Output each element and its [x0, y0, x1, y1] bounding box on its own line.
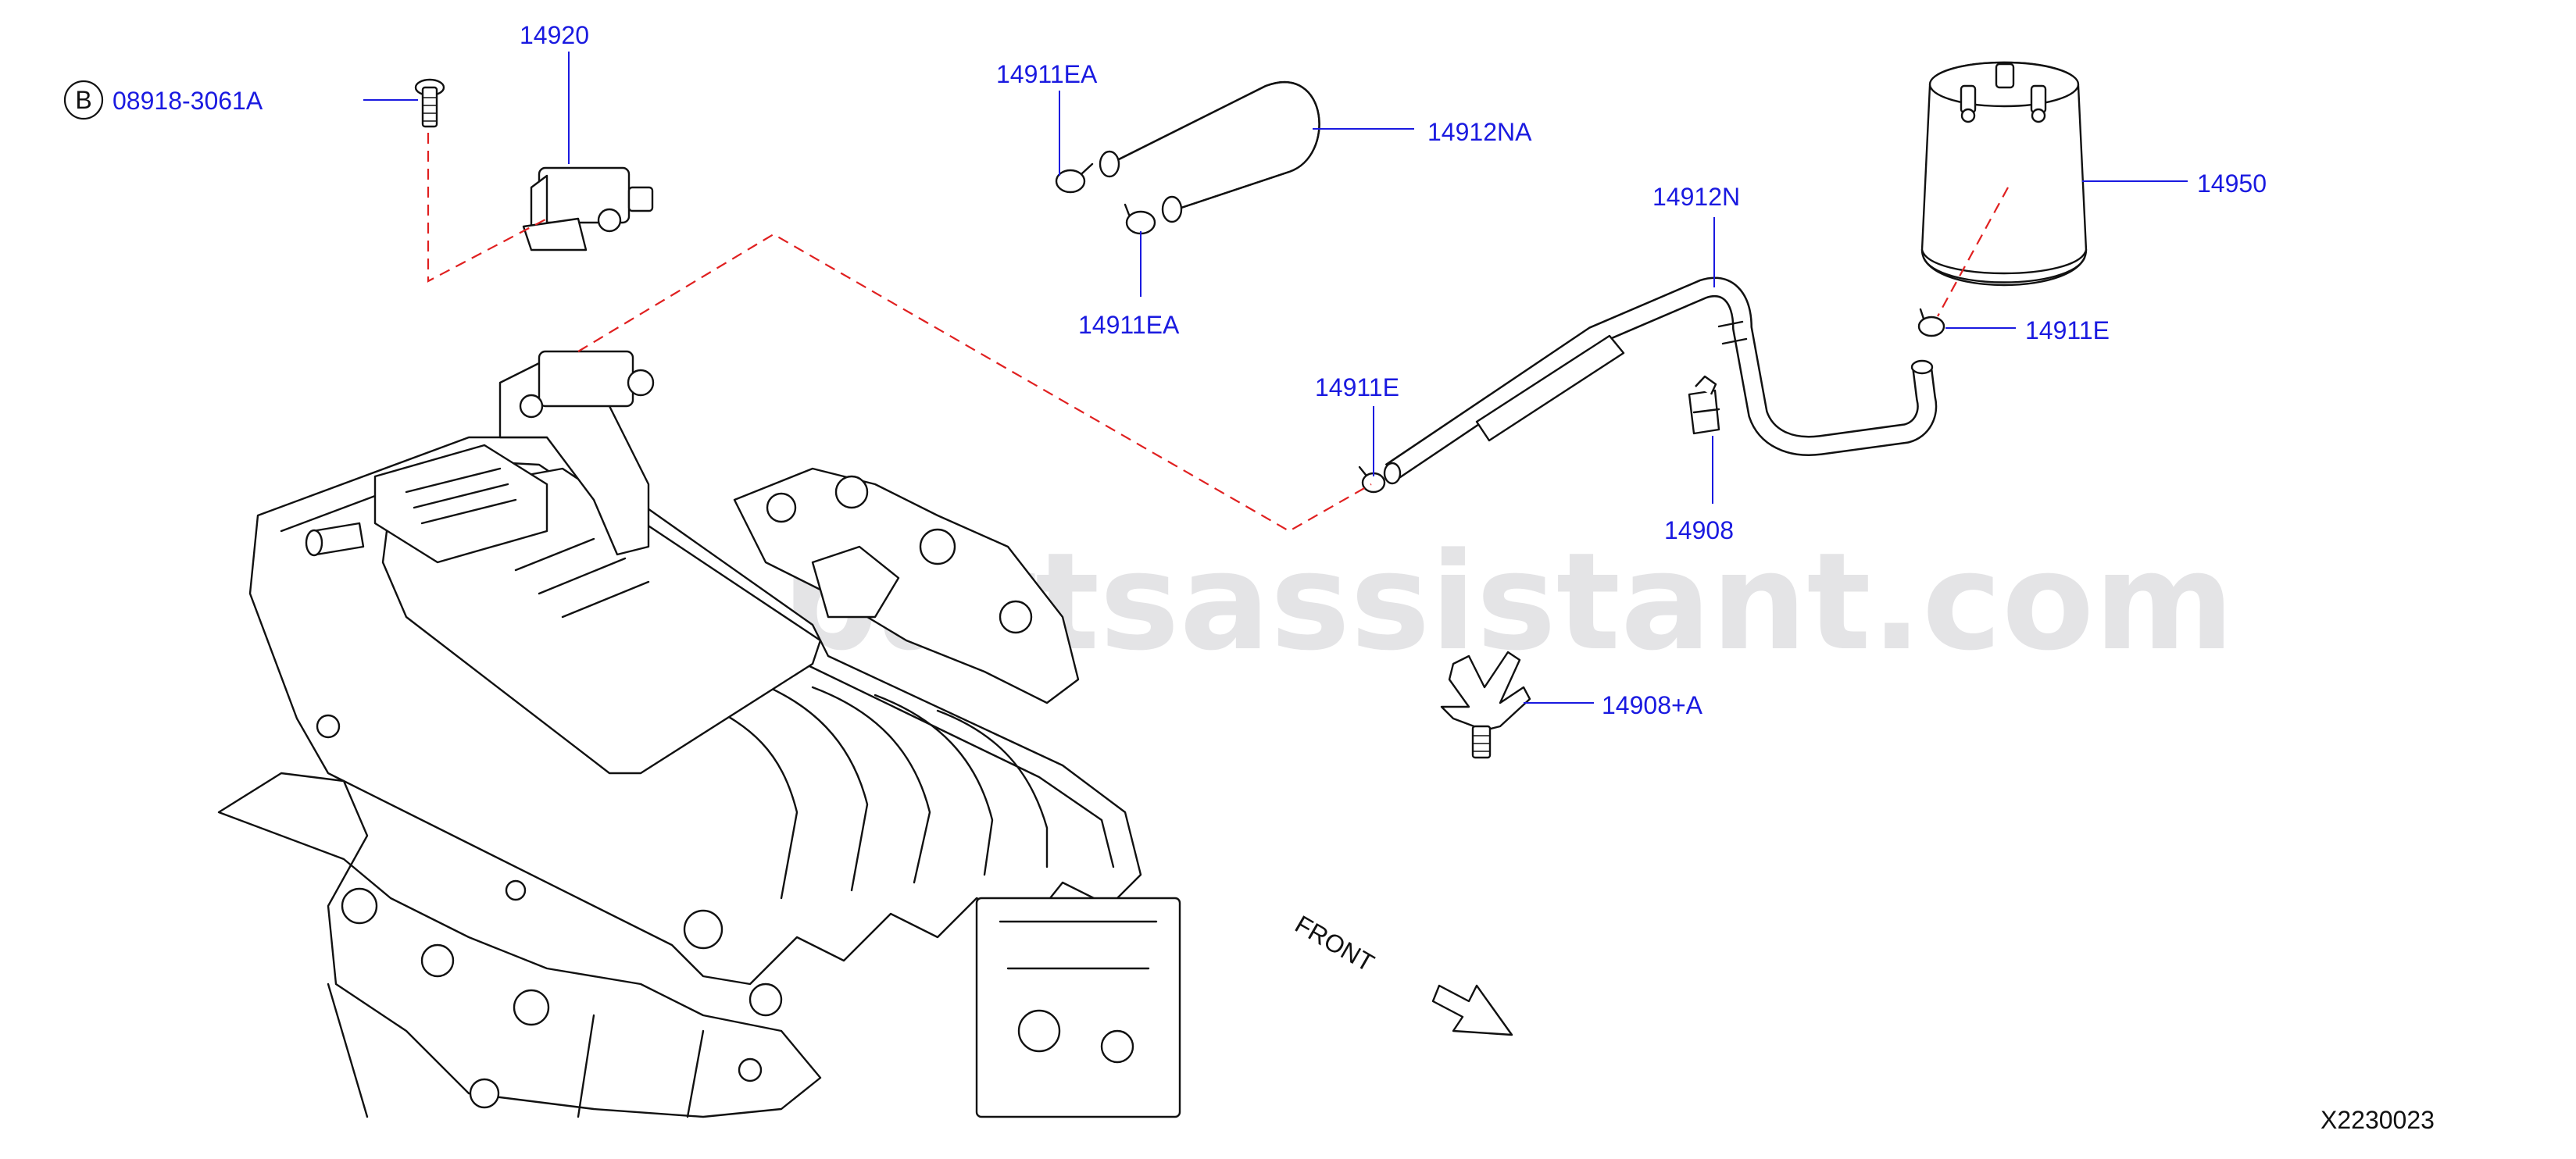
label-14911EA-top: 14911EA	[996, 60, 1098, 88]
bolt-callout: B 08918-3061A	[63, 80, 263, 120]
label-14908A: 14908+A	[1602, 691, 1703, 719]
label-14911E-mid: 14911E	[1315, 373, 1399, 401]
label-14920: 14920	[520, 21, 589, 49]
front-label: FRONT	[1291, 910, 1379, 977]
clamp-14911EA-top	[1055, 162, 1094, 194]
hose-14912NA	[1099, 81, 1320, 223]
leader-lines	[363, 52, 2188, 704]
label-14911EA-bottom: 14911EA	[1078, 311, 1180, 339]
sensor-14920	[522, 166, 654, 251]
label-14950: 14950	[2197, 169, 2267, 198]
clamp-14911EA-bottom	[1124, 203, 1156, 235]
diagram-code: X2230023	[2321, 1106, 2435, 1134]
label-bolt-part: 08918-3061A	[113, 87, 263, 115]
label-14912N: 14912N	[1652, 183, 1740, 211]
engine-intake-manifold	[217, 350, 1181, 1118]
label-14908: 14908	[1664, 516, 1734, 544]
clip-14908A	[1440, 651, 1531, 759]
front-arrow-icon	[1431, 984, 1513, 1036]
canister-14950	[1920, 61, 2088, 287]
part-labels: 14920 14911EA 14911EA 14912NA 14912N 149…	[520, 21, 2267, 719]
clip-14908	[1688, 375, 1720, 435]
front-indicator: FRONT	[1291, 910, 1513, 1036]
label-14911E-right: 14911E	[2025, 316, 2110, 344]
bolt-08918-3061A	[414, 78, 445, 128]
badge-circle	[63, 80, 104, 120]
clamp-14911E-right	[1917, 308, 1945, 337]
badge-letter: B	[75, 86, 91, 114]
assembly-lines	[427, 133, 2009, 533]
label-14912NA: 14912NA	[1427, 118, 1532, 146]
hose-14912N	[1383, 276, 1938, 485]
